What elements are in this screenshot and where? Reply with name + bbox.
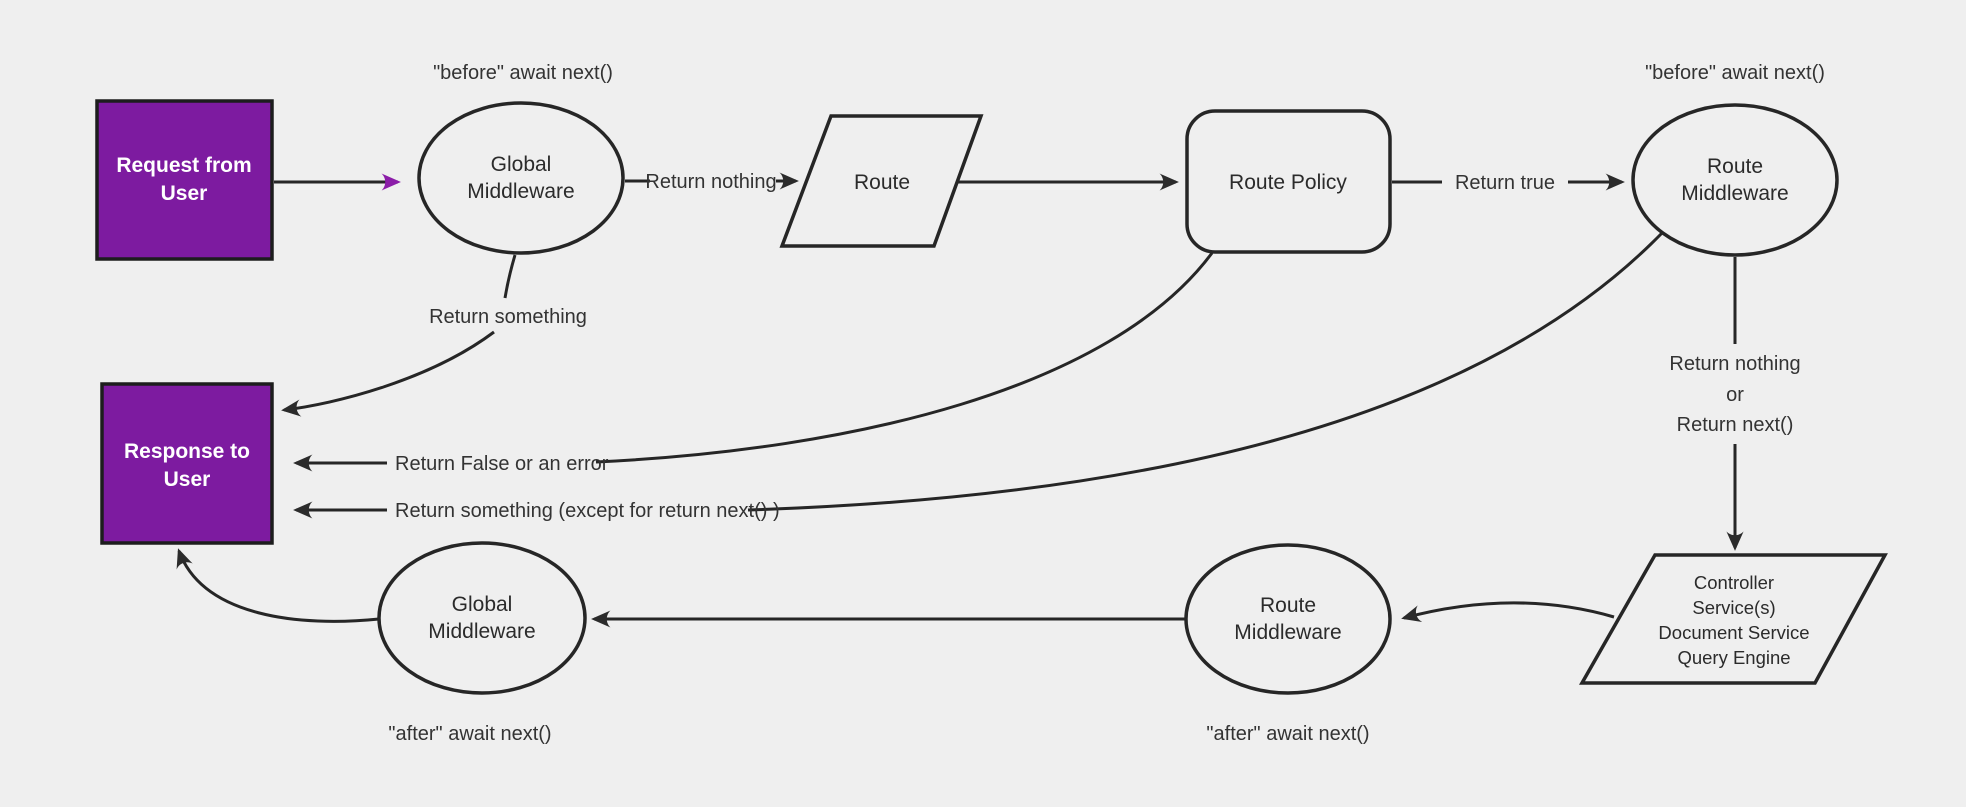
response-box (100, 382, 274, 545)
route-middleware-bottom-line1: Route (1260, 594, 1316, 617)
controller-line3: Document Service (1658, 622, 1809, 643)
response-label-line1: Response to (124, 440, 250, 463)
edge-returnsomethingexcept-curve (747, 231, 1664, 512)
node-request-from-user: Request from User (95, 99, 274, 261)
label-return-true: Return true (1455, 172, 1555, 194)
route-policy-label: Route Policy (1229, 171, 1347, 194)
label-return-something: Return something (429, 306, 587, 328)
edge-returnsomething-stub (503, 254, 517, 299)
global-middleware-top-line2: Middleware (467, 180, 574, 203)
route-middleware-top-line1: Route (1707, 155, 1763, 178)
node-response-to-user: Response to User (100, 382, 274, 545)
node-route-middleware-bottom: Route Middleware (1184, 543, 1392, 695)
global-middleware-top-line1: Global (491, 153, 552, 176)
edge-returnfalse-curve (595, 252, 1214, 464)
global-middleware-top-ellipse (417, 101, 625, 255)
response-label-line2: User (164, 468, 211, 491)
edge-globalmw-bottom-to-response (176, 548, 380, 623)
route-middleware-top-line2: Middleware (1681, 182, 1788, 205)
route-middleware-top-ellipse (1631, 103, 1839, 257)
node-route-policy: Route Policy (1185, 109, 1392, 254)
label-return-false-or-error: Return False or an error (395, 453, 609, 475)
label-return-nothing-or-line1: Return nothing (1669, 353, 1800, 375)
route-middleware-bottom-line2: Middleware (1234, 621, 1341, 644)
route-label: Route (854, 171, 910, 194)
label-return-nothing-or-line3: Return next() (1677, 414, 1794, 436)
label-before-await-left: "before" await next() (433, 62, 613, 84)
controller-line4: Query Engine (1677, 647, 1790, 668)
edge-labels-layer: "before" await next() "before" await nex… (388, 62, 1825, 745)
edge-returnsomething-arrow-segment (281, 330, 495, 417)
controller-line2: Service(s) (1692, 597, 1775, 618)
node-route-middleware-top: Route Middleware (1631, 103, 1839, 257)
edge-controller-to-routemw-bottom (1401, 601, 1615, 623)
label-return-nothing-or-line2: or (1726, 384, 1744, 406)
label-before-await-right: "before" await next() (1645, 62, 1825, 84)
label-after-await-left: "after" await next() (388, 723, 551, 745)
node-global-middleware-bottom: Global Middleware (377, 541, 587, 695)
label-return-nothing: Return nothing (645, 171, 776, 193)
label-after-await-right: "after" await next() (1206, 723, 1369, 745)
node-controller-stack: Controller Service(s) Document Service Q… (1578, 553, 1888, 685)
request-box (95, 99, 274, 261)
request-label-line2: User (161, 182, 208, 205)
label-return-something-except: Return something (except for return next… (395, 500, 780, 522)
route-middleware-bottom-ellipse (1184, 543, 1392, 695)
global-middleware-bottom-line1: Global (452, 593, 513, 616)
route-policy-box (1185, 109, 1392, 254)
node-route: Route (779, 114, 984, 248)
global-middleware-bottom-line2: Middleware (428, 620, 535, 643)
controller-line1: Controller (1694, 572, 1774, 593)
request-label-line1: Request from (116, 154, 251, 177)
node-global-middleware-top: Global Middleware (417, 101, 625, 255)
edges-layer (176, 172, 1744, 628)
global-middleware-bottom-ellipse (377, 541, 587, 695)
route-parallelogram (779, 114, 984, 248)
controller-parallelogram (1578, 553, 1888, 685)
